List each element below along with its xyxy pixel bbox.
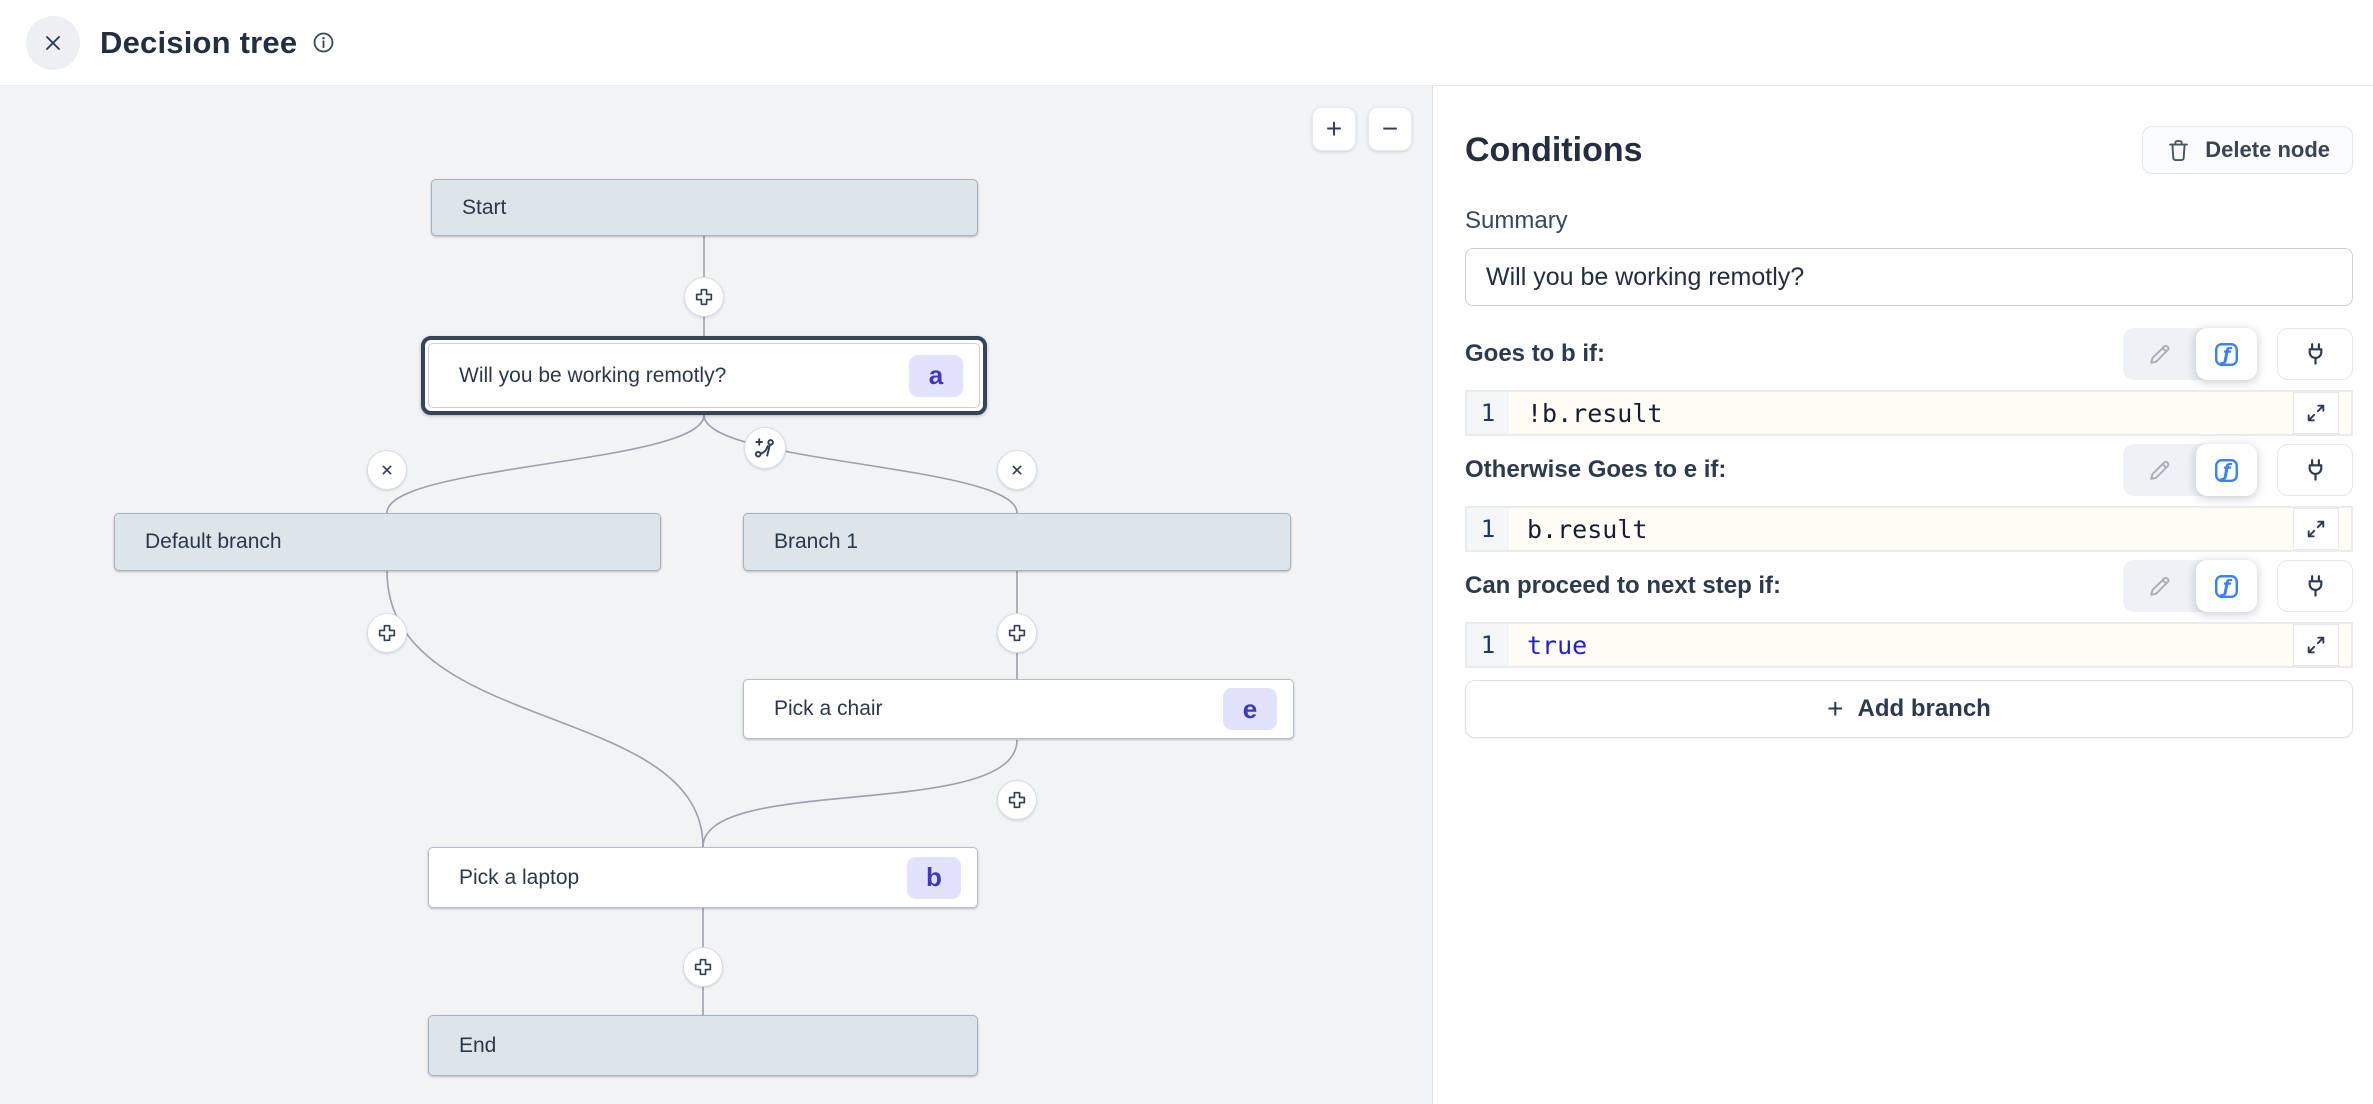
- editor-mode-controls: ƒ: [2123, 328, 2353, 380]
- expand-editor-button[interactable]: [2293, 624, 2339, 666]
- node-label: Will you be working remotly?: [459, 363, 727, 387]
- text-mode-button[interactable]: [2123, 457, 2196, 484]
- formula-mode-button[interactable]: ƒ: [2196, 328, 2257, 380]
- trash-icon: [2165, 137, 2192, 164]
- plug-icon: [2301, 340, 2330, 369]
- code-editor-goes-to-b[interactable]: 1 !b.result: [1465, 390, 2353, 436]
- plug-data-button[interactable]: [2277, 444, 2353, 496]
- line-number: 1: [1467, 508, 1511, 550]
- plug-icon: [2301, 572, 2330, 601]
- zoom-out-button[interactable]: −: [1368, 107, 1412, 151]
- add-node-button[interactable]: [684, 277, 724, 317]
- node-pick-laptop[interactable]: Pick a laptop b: [428, 847, 978, 908]
- branch-split-icon: [753, 436, 777, 460]
- zoom-in-button[interactable]: +: [1312, 107, 1356, 151]
- node-label: Branch 1: [774, 530, 859, 553]
- mode-toggle: ƒ: [2123, 560, 2257, 612]
- mode-toggle: ƒ: [2123, 328, 2257, 380]
- delete-node-button[interactable]: Delete node: [2142, 126, 2353, 174]
- svg-text:ƒ: ƒ: [2220, 345, 2233, 365]
- node-badge: b: [907, 856, 961, 899]
- plus-icon: +: [1827, 693, 1844, 724]
- line-number: 1: [1467, 392, 1511, 434]
- close-button[interactable]: [26, 15, 80, 70]
- page-title: Decision tree: [100, 24, 298, 60]
- plus-icon: [376, 622, 398, 644]
- code-editor-otherwise-goes-to-e[interactable]: 1 b.result: [1465, 506, 2353, 552]
- function-icon: ƒ: [2212, 340, 2241, 369]
- main: Start Will you be working remotly? a Def…: [0, 86, 2373, 1104]
- add-branch-button[interactable]: + Add branch: [1465, 680, 2353, 738]
- delete-node-label: Delete node: [2205, 137, 2330, 162]
- node-label: Start: [462, 195, 507, 219]
- node-label: Pick a chair: [774, 697, 883, 720]
- formula-mode-button[interactable]: ƒ: [2196, 444, 2257, 496]
- node-end[interactable]: End: [428, 1015, 978, 1076]
- info-icon[interactable]: [311, 30, 336, 55]
- add-node-button[interactable]: [683, 947, 723, 987]
- remove-branch-button[interactable]: [367, 450, 407, 490]
- expand-editor-button[interactable]: [2293, 392, 2339, 434]
- condition-label: Goes to b if:: [1465, 340, 1605, 367]
- node-label: End: [459, 1033, 497, 1057]
- plus-icon: [1006, 622, 1028, 644]
- function-icon: ƒ: [2212, 456, 2241, 485]
- plug-data-button[interactable]: [2277, 328, 2353, 380]
- add-branch-label: Add branch: [1857, 695, 1991, 722]
- condition-label: Otherwise Goes to e if:: [1465, 456, 1727, 483]
- node-pick-chair[interactable]: Pick a chair e: [743, 679, 1294, 739]
- plug-icon: [2301, 456, 2330, 485]
- node-default-branch[interactable]: Default branch: [114, 513, 661, 571]
- text-mode-button[interactable]: [2123, 341, 2196, 368]
- svg-text:ƒ: ƒ: [2220, 577, 2233, 597]
- pencil-icon: [2146, 457, 2173, 484]
- conditions-panel: Conditions Delete node Summary Goes: [1432, 86, 2373, 1104]
- expand-editor-button[interactable]: [2293, 508, 2339, 550]
- plus-icon: [1006, 789, 1028, 811]
- svg-text:ƒ: ƒ: [2220, 461, 2233, 481]
- node-question-selected[interactable]: Will you be working remotly? a: [421, 336, 987, 415]
- node-start[interactable]: Start: [431, 179, 978, 236]
- plus-icon: [692, 956, 714, 978]
- code-content: !b.result: [1527, 398, 1663, 428]
- node-badge: a: [909, 354, 963, 397]
- add-node-button[interactable]: [997, 613, 1037, 653]
- header: Decision tree: [0, 0, 2373, 86]
- summary-input[interactable]: [1465, 248, 2353, 306]
- node-label: Default branch: [145, 530, 282, 553]
- x-icon: [1006, 459, 1028, 481]
- line-number: 1: [1467, 624, 1511, 666]
- plus-icon: [693, 286, 715, 308]
- node-label: Pick a laptop: [459, 865, 580, 889]
- plug-data-button[interactable]: [2277, 560, 2353, 612]
- formula-mode-button[interactable]: ƒ: [2196, 560, 2257, 612]
- flow-canvas[interactable]: Start Will you be working remotly? a Def…: [0, 86, 1432, 1104]
- editor-mode-controls: ƒ: [2123, 444, 2353, 496]
- editor-mode-controls: ƒ: [2123, 560, 2353, 612]
- close-icon: [41, 31, 65, 55]
- pencil-icon: [2146, 341, 2173, 368]
- mode-toggle: ƒ: [2123, 444, 2257, 496]
- expand-icon: [2304, 633, 2328, 657]
- code-content: true: [1527, 630, 1588, 660]
- text-mode-button[interactable]: [2123, 573, 2196, 600]
- panel-title: Conditions: [1465, 130, 1643, 169]
- remove-branch-button[interactable]: [997, 450, 1037, 490]
- code-editor-can-proceed[interactable]: 1 true: [1465, 622, 2353, 668]
- summary-label: Summary: [1465, 207, 1568, 234]
- condition-label: Can proceed to next step if:: [1465, 572, 1782, 599]
- pencil-icon: [2146, 573, 2173, 600]
- x-icon: [376, 459, 398, 481]
- add-branch-junction-button[interactable]: [744, 427, 786, 469]
- node-badge: e: [1223, 688, 1277, 730]
- add-node-button[interactable]: [997, 780, 1037, 820]
- function-icon: ƒ: [2212, 572, 2241, 601]
- code-content: b.result: [1527, 514, 1648, 544]
- add-node-button[interactable]: [367, 613, 407, 653]
- node-branch-1[interactable]: Branch 1: [743, 513, 1291, 571]
- expand-icon: [2304, 401, 2328, 425]
- expand-icon: [2304, 517, 2328, 541]
